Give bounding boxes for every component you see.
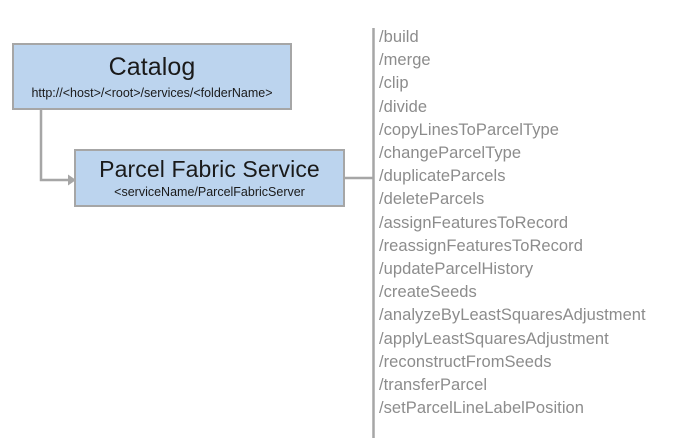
parcel-fabric-service-node-title: Parcel Fabric Service — [99, 156, 320, 183]
operation-item[interactable]: /deleteParcels — [379, 190, 485, 209]
parcel-fabric-service-node-subtitle: <serviceName/ParcelFabricServer — [114, 185, 305, 200]
operation-item[interactable]: /duplicateParcels — [379, 167, 506, 186]
operation-item[interactable]: /changeParcelType — [379, 144, 522, 163]
operation-item[interactable]: /clip — [379, 74, 409, 93]
operation-item[interactable]: /applyLeastSquaresAdjustment — [379, 329, 609, 348]
parcel-fabric-service-node[interactable]: Parcel Fabric Service <serviceName/Parce… — [74, 149, 345, 207]
catalog-node-title: Catalog — [108, 53, 196, 81]
operation-item[interactable]: /copyLinesToParcelType — [379, 120, 559, 139]
operation-item[interactable]: /setParcelLineLabelPosition — [379, 399, 584, 418]
operation-item[interactable]: /reconstructFromSeeds — [379, 352, 552, 371]
operation-item[interactable]: /createSeeds — [379, 283, 477, 302]
catalog-node[interactable]: Catalog http://<host>/<root>/services/<f… — [12, 43, 292, 110]
catalog-to-service-connector — [39, 110, 76, 186]
operation-item[interactable]: /transferParcel — [379, 376, 488, 395]
operation-item[interactable]: /assignFeaturesToRecord — [379, 213, 569, 232]
operation-item[interactable]: /merge — [379, 51, 431, 70]
operations-list: /build/merge/clip/divide/copyLinesToParc… — [379, 26, 684, 420]
operation-item[interactable]: /build — [379, 28, 419, 46]
operation-item[interactable]: /updateParcelHistory — [379, 260, 534, 279]
catalog-node-subtitle: http://<host>/<root>/services/<folderNam… — [31, 86, 273, 101]
operation-item[interactable]: /divide — [379, 97, 428, 116]
operation-item[interactable]: /analyzeByLeastSquaresAdjustment — [379, 306, 646, 325]
operation-item[interactable]: /reassignFeaturesToRecord — [379, 236, 583, 255]
